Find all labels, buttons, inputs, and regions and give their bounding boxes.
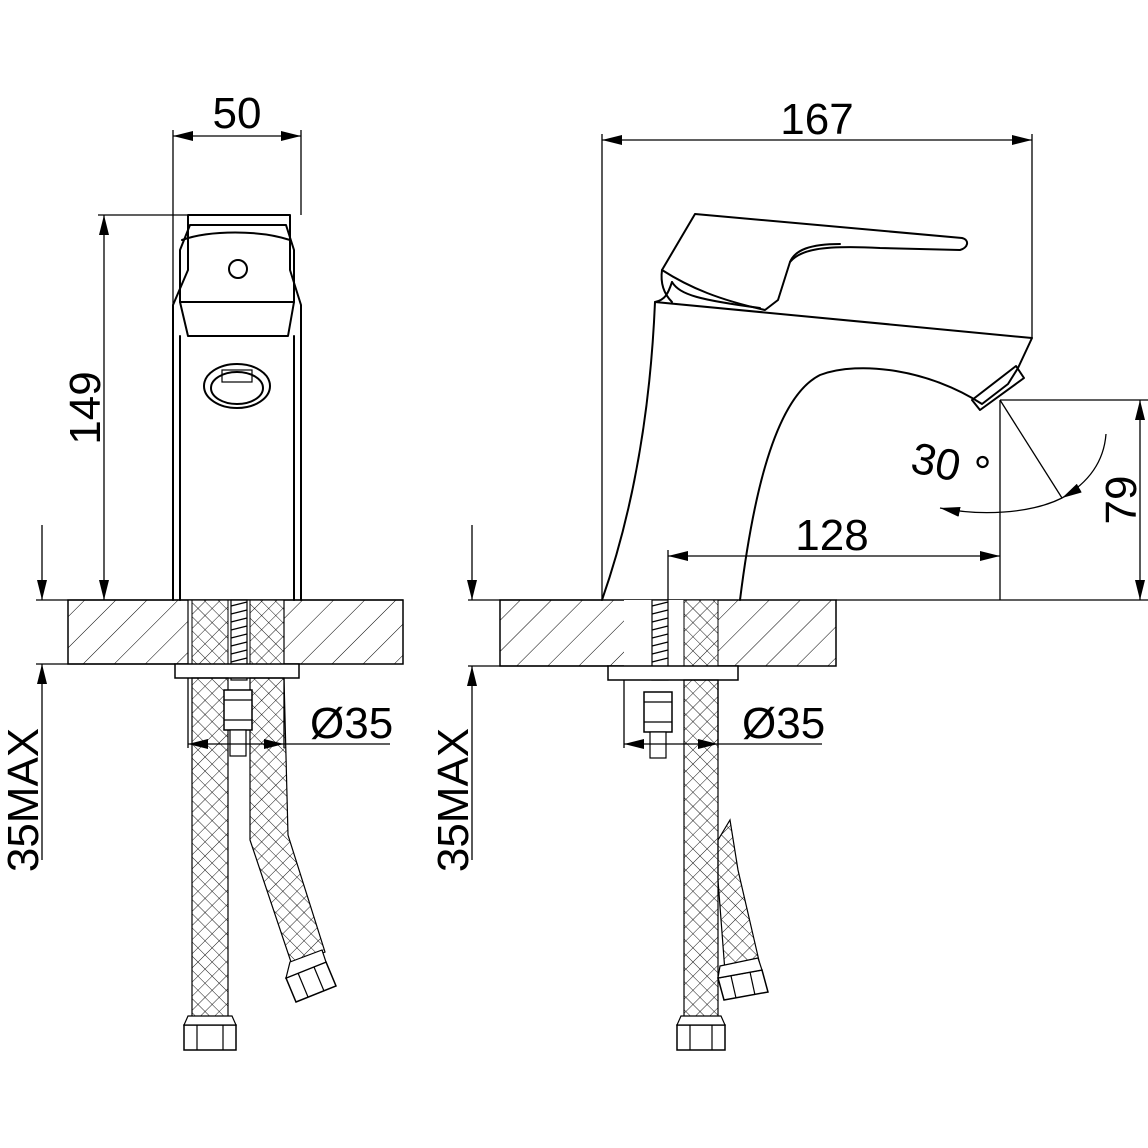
dim-max-thickness-front: 35MAX	[0, 525, 403, 872]
front-indicator-dot	[228, 259, 248, 279]
side-faucet-body	[601, 301, 1033, 601]
front-aerator	[203, 363, 271, 409]
dim-diameter-front: Ø35	[187, 678, 393, 749]
side-diameter-label: Ø35	[742, 699, 825, 748]
side-length-label: 167	[780, 95, 853, 144]
side-max-thickness-label: 35MAX	[429, 728, 478, 872]
dim-diameter-side: Ø35	[623, 680, 825, 749]
dim-length-167: 167	[601, 95, 1033, 600]
side-spout-height-label: 79	[1097, 476, 1146, 525]
front-faucet-body	[172, 214, 302, 601]
side-hose-nut-left	[676, 1024, 726, 1051]
front-width-label: 50	[213, 89, 262, 138]
front-hose-nut-left	[183, 1024, 237, 1051]
side-angle-label: 30 °	[907, 433, 994, 497]
dim-angle-30: 30 °	[907, 399, 1107, 517]
dim-height-149: 149	[61, 214, 188, 600]
side-reach-label: 128	[795, 511, 868, 560]
side-view: 167 128 79 30 ° Ø35	[429, 95, 1148, 1051]
front-diameter-label: Ø35	[310, 699, 393, 748]
dim-spout-height-79: 79	[836, 399, 1148, 601]
front-mounting-plate	[174, 663, 300, 679]
side-handle-lever	[661, 213, 968, 311]
side-mounting-plate	[607, 665, 739, 681]
dim-reach-128: 128	[667, 400, 1001, 600]
front-view: 50 149 Ø35 35MAX	[0, 89, 404, 1051]
front-height-label: 149	[61, 371, 110, 444]
dim-width-50: 50	[172, 89, 302, 600]
dim-max-thickness-side: 35MAX	[429, 525, 608, 872]
front-max-thickness-label: 35MAX	[0, 728, 48, 872]
front-rod-thread	[230, 601, 248, 671]
